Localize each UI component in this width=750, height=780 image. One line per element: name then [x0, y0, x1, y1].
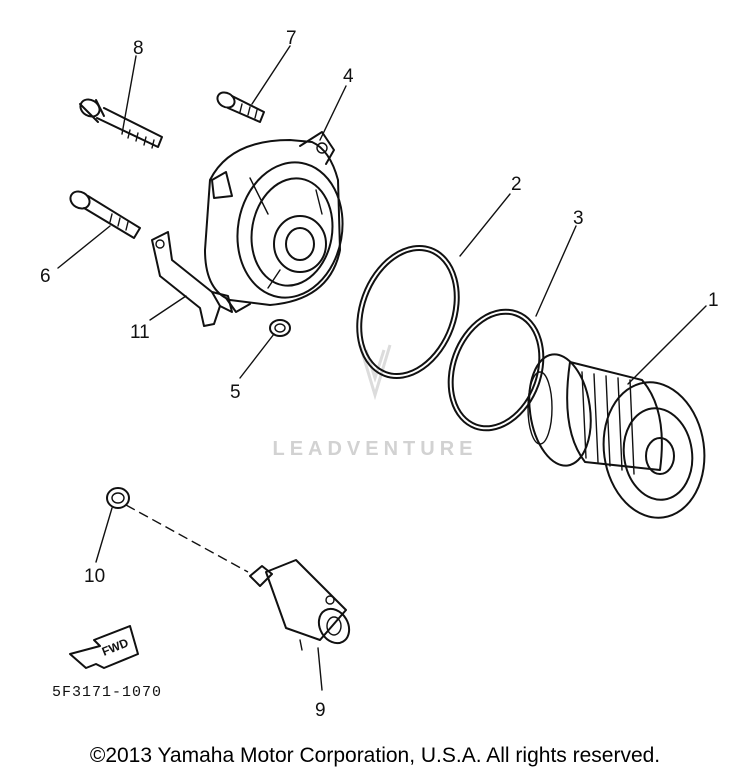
fwd-label: FWD: [100, 635, 131, 658]
leader-lines: [57, 45, 707, 691]
callout-9: 9: [315, 700, 326, 721]
callout-8: 8: [133, 38, 144, 59]
watermark-text: LEADVENTURE: [272, 438, 477, 460]
o-ring-2[interactable]: [340, 232, 477, 393]
o-ring-3[interactable]: [433, 296, 560, 443]
watermark: LEADVENTURE: [272, 344, 477, 460]
o-ring-5[interactable]: [269, 319, 291, 337]
callout-7: 7: [286, 28, 297, 49]
callout-labels: 1 2 3 4 5 6 7 8 9 10 11: [40, 28, 719, 721]
bolt-7[interactable]: [215, 89, 265, 123]
callout-5: 5: [230, 382, 241, 403]
bracket-11[interactable]: [151, 231, 233, 327]
filter-cover-4[interactable]: [204, 131, 353, 313]
callout-1: 1: [708, 290, 719, 311]
callout-4: 4: [343, 66, 354, 87]
part-code: 5F3171-1070: [52, 684, 162, 701]
oil-filter-1[interactable]: [522, 350, 712, 524]
copyright-notice: ©2013 Yamaha Motor Corporation, U.S.A. A…: [89, 744, 661, 767]
callout-10: 10: [84, 566, 105, 587]
plug-9[interactable]: [249, 559, 355, 651]
bolt-6[interactable]: [67, 188, 141, 239]
callout-2: 2: [511, 174, 522, 195]
bolt-8[interactable]: [77, 96, 163, 149]
fwd-arrow-icon: FWD: [69, 625, 139, 669]
washer-10[interactable]: [106, 487, 130, 509]
callout-11: 11: [130, 322, 150, 343]
callout-3: 3: [573, 208, 584, 229]
assembly-line: [125, 504, 249, 573]
callout-6: 6: [40, 266, 51, 287]
